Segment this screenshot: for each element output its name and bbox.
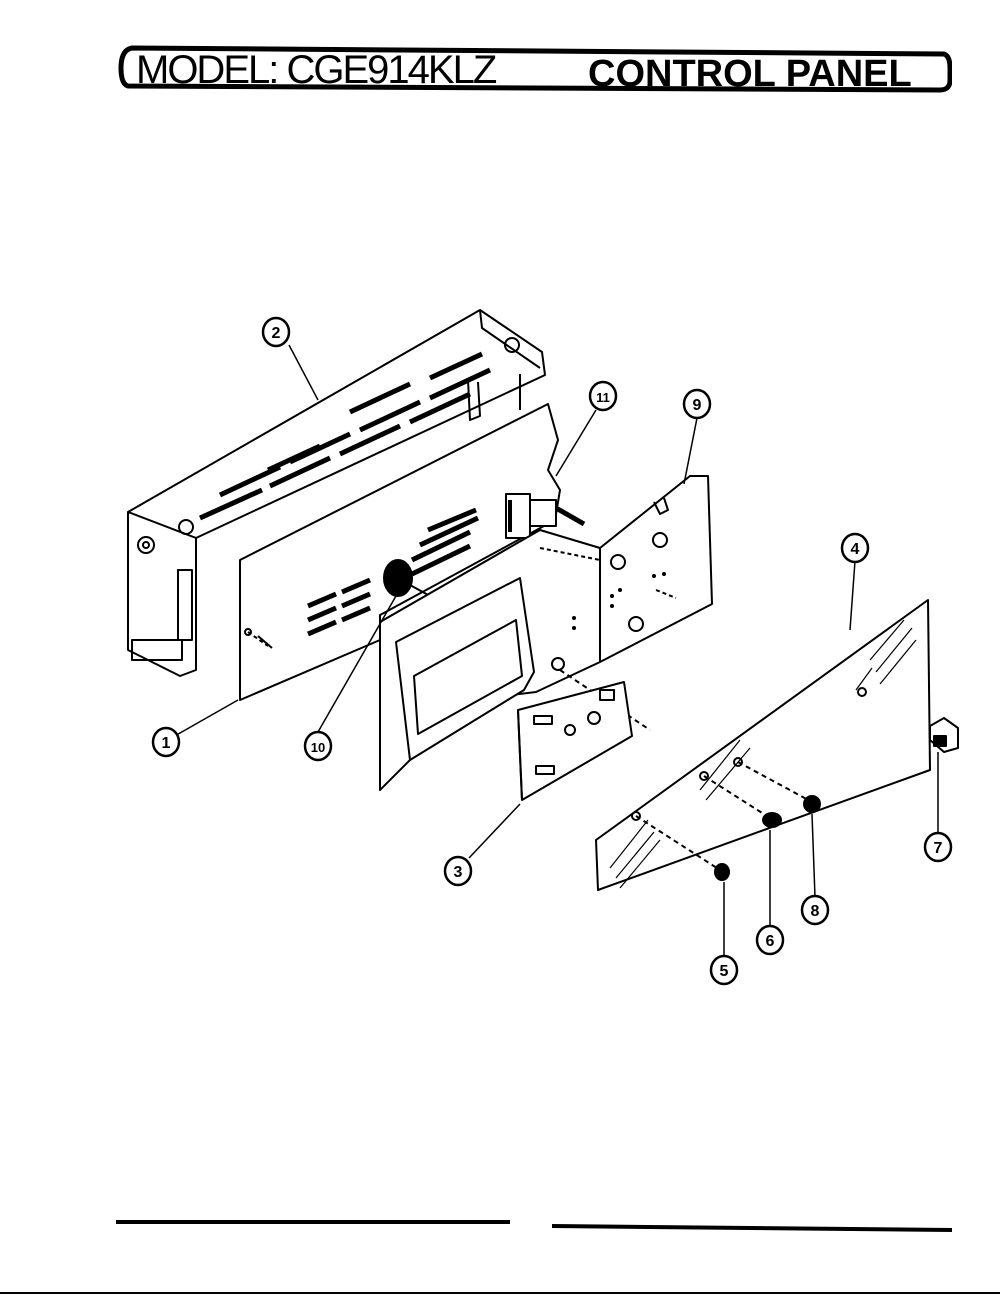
glass-panel-part bbox=[595, 599, 931, 891]
callout-circle bbox=[840, 532, 870, 564]
model-number-title: MODEL: CGE914KLZ bbox=[136, 48, 497, 92]
callout-number: 4 bbox=[851, 541, 860, 558]
callout-circle bbox=[923, 831, 953, 863]
callout-number: 9 bbox=[693, 397, 702, 414]
callout-number: 3 bbox=[454, 864, 463, 881]
inner-panel-part bbox=[239, 403, 561, 701]
control-bracket-part bbox=[379, 475, 713, 791]
title-frame bbox=[118, 45, 952, 93]
callout-2: 2 bbox=[261, 316, 291, 348]
knob-6-part bbox=[762, 812, 782, 828]
gear-part bbox=[383, 559, 431, 597]
section-title: CONTROL PANEL bbox=[588, 53, 912, 95]
callout-10: 10 bbox=[303, 730, 333, 762]
callout-4: 4 bbox=[840, 532, 870, 564]
callout-3: 3 bbox=[443, 855, 473, 887]
switch-part bbox=[505, 493, 586, 539]
callout-11: 11 bbox=[588, 380, 618, 412]
callout-number: 2 bbox=[272, 325, 281, 342]
callout-circle bbox=[261, 316, 291, 348]
callout-circle bbox=[800, 894, 830, 926]
callout-number: 6 bbox=[766, 933, 775, 950]
footer-rules bbox=[116, 1220, 953, 1232]
knob-8-part bbox=[803, 795, 821, 813]
callout-circle bbox=[443, 855, 473, 887]
callout-circle bbox=[755, 924, 785, 956]
callout-number: 10 bbox=[311, 740, 325, 755]
callout-circle bbox=[588, 380, 618, 412]
callout-circle bbox=[151, 726, 181, 758]
callout-7: 7 bbox=[923, 831, 953, 863]
small-bracket-part bbox=[517, 681, 633, 801]
callout-number: 1 bbox=[162, 735, 171, 752]
rear-housing-part bbox=[127, 309, 546, 677]
callout-number: 11 bbox=[596, 390, 610, 405]
callout-number: 8 bbox=[811, 903, 820, 920]
callout-1: 1 bbox=[151, 726, 181, 758]
clip-part bbox=[929, 717, 959, 753]
callout-circle bbox=[303, 730, 333, 762]
callout-5: 5 bbox=[709, 954, 739, 986]
callout-number: 5 bbox=[720, 963, 729, 980]
callout-6: 6 bbox=[755, 924, 785, 956]
callout-number: 7 bbox=[934, 840, 943, 857]
callout-8: 8 bbox=[800, 894, 830, 926]
callout-9: 9 bbox=[682, 388, 712, 420]
callout-group: 1 2 3 4 5 6 7 8 9 10 11 bbox=[151, 316, 953, 986]
knob-5-part bbox=[714, 863, 730, 881]
callout-circle bbox=[682, 388, 712, 420]
callout-circle bbox=[709, 954, 739, 986]
